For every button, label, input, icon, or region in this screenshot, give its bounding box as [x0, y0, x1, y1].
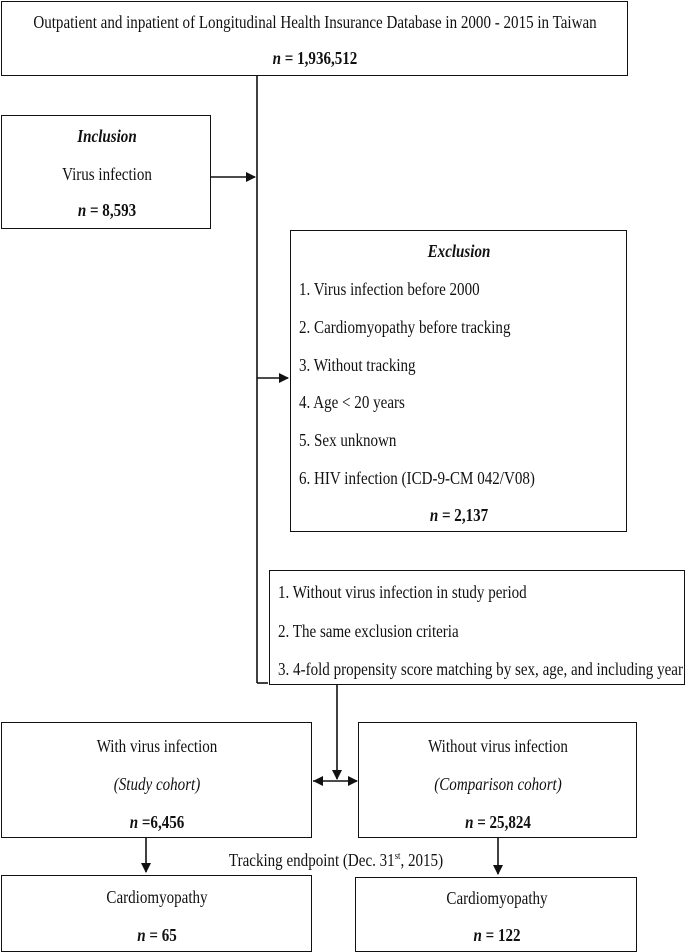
- comparison-cohort-subtitle: (Comparison cohort): [434, 774, 562, 794]
- exclusion-n-label: n: [429, 505, 439, 525]
- comparison-outcome-n-label: n: [473, 925, 482, 945]
- exclusion-item: 4. Age < 20 years: [299, 392, 405, 412]
- inclusion-n-value: = 8,593: [86, 200, 137, 220]
- study-outcome-n-label: n: [137, 925, 146, 945]
- comparison-outcome-title: Cardiomyopathy: [446, 888, 548, 908]
- matching-criteria-box: 1. Without virus infection in study peri…: [269, 570, 685, 685]
- source-database-box: Outpatient and inpatient of Longitudinal…: [1, 1, 628, 76]
- comparison-n-value: = 25,824: [473, 812, 531, 832]
- study-cohort-box: With virus infection (Study cohort) n =6…: [1, 722, 312, 838]
- study-outcome-box: Cardiomyopathy n = 65: [1, 875, 312, 952]
- source-n-value: = 1,936,512: [281, 48, 358, 68]
- matching-item: 1. Without virus infection in study peri…: [278, 582, 527, 602]
- inclusion-box: Inclusion Virus infection n = 8,593: [1, 115, 211, 229]
- inclusion-header: Inclusion: [77, 126, 137, 146]
- exclusion-count: n = 2,137: [430, 505, 488, 525]
- exclusion-item: 3. Without tracking: [299, 355, 416, 375]
- source-n-label: n: [272, 48, 282, 68]
- study-cohort-subtitle: (Study cohort): [113, 774, 201, 794]
- comparison-cohort-title: Without virus infection: [428, 736, 568, 756]
- tracking-text-after: , 2015): [400, 850, 444, 870]
- comparison-n-label: n: [465, 812, 474, 832]
- study-outcome-n-value: = 65: [145, 925, 177, 945]
- exclusion-header: Exclusion: [427, 241, 491, 261]
- comparison-outcome-count: n = 122: [473, 925, 520, 945]
- tracking-text-before: Tracking endpoint (Dec. 31: [228, 850, 395, 870]
- study-n-label: n: [129, 812, 139, 832]
- study-cohort-title: With virus infection: [96, 736, 218, 756]
- comparison-cohort-count: n = 25,824: [465, 812, 531, 832]
- tracking-endpoint-label: Tracking endpoint (Dec. 31st, 2015): [229, 850, 443, 870]
- matching-item: 3. 4-fold propensity score matching by s…: [278, 659, 683, 679]
- inclusion-n-label: n: [77, 200, 87, 220]
- study-outcome-title: Cardiomyopathy: [106, 887, 208, 907]
- comparison-outcome-box: Cardiomyopathy n = 122: [355, 877, 637, 952]
- study-n-value: =6,456: [138, 812, 185, 832]
- comparison-outcome-n-value: = 122: [481, 925, 521, 945]
- inclusion-count: n = 8,593: [78, 200, 136, 220]
- study-outcome-count: n = 65: [137, 925, 177, 945]
- exclusion-item: 1. Virus infection before 2000: [299, 279, 480, 299]
- exclusion-n-value: = 2,137: [438, 505, 489, 525]
- inclusion-item: Virus infection: [62, 164, 152, 184]
- exclusion-item: 5. Sex unknown: [299, 430, 397, 450]
- exclusion-box: Exclusion 1. Virus infection before 2000…: [290, 230, 627, 532]
- tracking-sup: st: [394, 851, 401, 863]
- exclusion-item: 6. HIV infection (ICD-9-CM 042/V08): [299, 468, 535, 488]
- matching-item: 2. The same exclusion criteria: [278, 621, 459, 641]
- source-title: Outpatient and inpatient of Longitudinal…: [33, 12, 597, 32]
- comparison-cohort-box: Without virus infection (Comparison coho…: [358, 722, 637, 838]
- study-cohort-count: n =6,456: [130, 812, 185, 832]
- source-count: n = 1,936,512: [273, 48, 358, 68]
- exclusion-item: 2. Cardiomyopathy before tracking: [299, 317, 511, 337]
